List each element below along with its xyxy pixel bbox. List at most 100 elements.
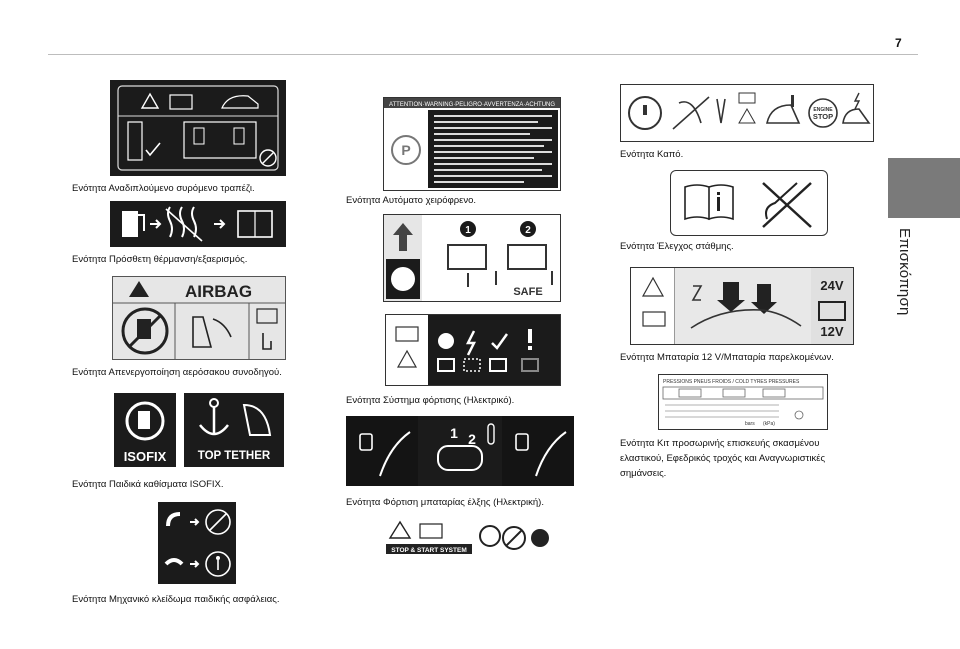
warning-icon xyxy=(396,349,418,368)
caption-additional-heating: Ενότητα Πρόσθετη θέρμανση/εξαερισμός. xyxy=(72,254,248,265)
caption-tyre-kit-line-2: ελαστικού, Εφεδρικός τροχός και Αναγνωρι… xyxy=(620,453,826,464)
charging-system-label-image xyxy=(385,314,561,386)
no-child-seat-icon xyxy=(121,307,169,355)
airbag-label-image: AIRBAG xyxy=(112,276,286,360)
folding-table-label-image xyxy=(110,80,286,176)
van-icon xyxy=(221,95,259,109)
manual-icon xyxy=(256,308,278,324)
svg-text:1: 1 xyxy=(450,425,458,441)
warning-icon xyxy=(388,520,412,539)
caption-tyre-kit-line-3: σημάνσεις. xyxy=(620,468,667,479)
timer-icon xyxy=(438,333,454,349)
socket-icon xyxy=(515,433,529,451)
dipstick-icon xyxy=(765,182,798,220)
svg-text:24V: 24V xyxy=(820,278,843,293)
caption-charging-system: Ενότητα Σύστημα φόρτισης (Ηλεκτρικό). xyxy=(346,395,515,406)
tyre-icon xyxy=(794,410,804,420)
manual-icon xyxy=(419,523,443,539)
battery-label-image: 24V 12V xyxy=(630,267,854,345)
hand-icon xyxy=(678,101,702,124)
lightning-icon xyxy=(465,330,477,356)
step-one-badge xyxy=(460,221,476,237)
warning-icon xyxy=(140,92,160,109)
svg-text:(kPa): (kPa) xyxy=(763,421,775,427)
helmet-icon xyxy=(391,267,415,291)
traction-battery-label-image: 1 2 xyxy=(346,416,574,486)
charger-unit-icon xyxy=(447,244,487,270)
child-seat-icon xyxy=(242,403,272,436)
header-rule xyxy=(48,54,918,55)
svg-text:bars: bars xyxy=(745,421,755,427)
check-icon xyxy=(491,333,509,350)
thermometer-icon xyxy=(487,423,495,445)
top-tether-label-image: TOP TETHER xyxy=(184,393,284,467)
exclamation-icon xyxy=(528,329,532,343)
svg-text:2: 2 xyxy=(468,431,476,447)
stop-start-text: STOP & START SYSTEM xyxy=(391,547,466,554)
isofix-seat-icon xyxy=(125,401,165,441)
engine-icon xyxy=(479,525,501,547)
level-check-label-image xyxy=(670,170,828,236)
section-tab-label: Επισκόπηση xyxy=(896,228,913,316)
caption-battery: Ενότητα Μπαταρία 12 V/Μπαταρία παρελκομέ… xyxy=(620,352,834,363)
seat-icon xyxy=(192,316,213,348)
electric-car-icon xyxy=(842,108,871,124)
engine-stop-icon xyxy=(808,98,838,128)
page-number: 7 xyxy=(895,36,902,50)
isofix-label-image: ISOFIX xyxy=(114,393,176,467)
warning-icon xyxy=(129,281,149,297)
caption-level-check: Ενότητα Έλεγχος στάθμης. xyxy=(620,241,734,252)
open-bonnet-icon xyxy=(766,104,801,124)
caption-parking-brake: Ενότητα Αυτόματο χειρόφρενο. xyxy=(346,195,477,206)
airbag-text: AIRBAG xyxy=(185,282,252,301)
manual-icon xyxy=(738,92,756,104)
lock-lever-icon xyxy=(166,512,181,527)
fan-icon xyxy=(628,96,662,130)
tie-icon xyxy=(716,98,726,124)
svg-text:P: P xyxy=(401,142,410,158)
tyre-pressure-label-image: PRESSIONS PNEUS FROIDS / COLD TYRES PRES… xyxy=(658,374,828,430)
no-tool-icon xyxy=(502,526,526,550)
parking-brake-icon xyxy=(391,135,421,165)
child-icon xyxy=(205,551,231,577)
manual-icon xyxy=(684,184,734,221)
caption-isofix: Ενότητα Παιδικά καθίσματα ISOFIX. xyxy=(72,479,224,490)
svg-text:1: 1 xyxy=(465,225,471,236)
arrow-right-icon xyxy=(190,518,200,526)
caption-tyre-kit: Ενότητα Κιτ προσωρινής επισκευής σκασμέν… xyxy=(620,436,825,481)
manual-icon xyxy=(642,311,666,327)
caption-bonnet: Ενότητα Καπό. xyxy=(620,149,684,160)
top-tether-text: TOP TETHER xyxy=(198,450,271,462)
check-icon xyxy=(145,142,161,157)
car-side-icon xyxy=(678,388,702,398)
bonnet-label-image: ENGINE STOP xyxy=(620,84,874,142)
caption-folding-table: Ενότητα Αναδιπλούμενο συρόμενο τραπέζι. xyxy=(72,183,255,194)
child-lock-label-image xyxy=(158,502,236,584)
key-fob-icon xyxy=(437,445,483,471)
svg-text:STOP: STOP xyxy=(813,112,833,121)
warning-icon xyxy=(641,276,665,297)
anchor-icon xyxy=(209,398,219,408)
manual-icon xyxy=(395,326,419,342)
arrow-down-icon xyxy=(723,282,739,300)
safe-text: SAFE xyxy=(513,286,542,298)
caption-traction-battery: Ενότητα Φόρτιση μπαταρίας έλξης (Ηλεκτρι… xyxy=(346,497,544,508)
socket-icon xyxy=(359,433,373,451)
parking-brake-label-image: ATTENTION·WARNING·PELIGRO·AVVERTENZA·ACH… xyxy=(383,97,561,191)
stop-start-label-image: STOP & START SYSTEM xyxy=(386,518,566,556)
fuel-pump-icon xyxy=(122,211,138,237)
hand-icon xyxy=(262,333,272,350)
tyre-header-text: PRESSIONS PNEUS FROIDS / COLD TYRES PRES… xyxy=(663,379,800,385)
additional-heating-label-image xyxy=(110,201,286,247)
cable-icon xyxy=(690,309,802,329)
step-two-badge xyxy=(520,221,536,237)
caption-tyre-kit-line-1: Ενότητα Κιτ προσωρινής επισκευής σκασμέν… xyxy=(620,438,820,449)
svg-text:2: 2 xyxy=(525,225,531,236)
child-prohibited-icon xyxy=(205,509,231,535)
caption-airbag: Ενότητα Απενεργοποίηση αερόσακου συνοδηγ… xyxy=(72,367,282,378)
manual-icon xyxy=(169,94,193,110)
battery-icon xyxy=(818,301,846,321)
svg-text:12V: 12V xyxy=(820,324,843,339)
fan-icon xyxy=(531,529,549,547)
arrow-right-icon xyxy=(150,219,162,229)
